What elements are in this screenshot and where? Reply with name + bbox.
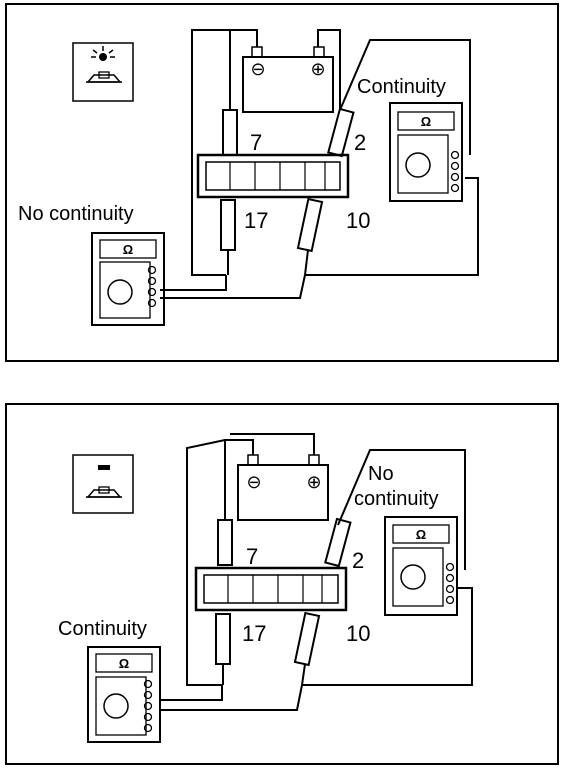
panel-2: ⊖ ⊕ bbox=[5, 403, 559, 765]
lamp-off-icon bbox=[72, 454, 134, 514]
wiring bbox=[160, 29, 479, 299]
pin-label-7: 7 bbox=[250, 130, 262, 155]
battery: ⊖ ⊕ bbox=[237, 454, 329, 521]
pin-label-7: 7 bbox=[246, 544, 258, 569]
left-meter-caption: No continuity bbox=[18, 203, 134, 225]
battery-positive-terminal: ⊕ bbox=[306, 472, 321, 492]
right-meter-ohm-icon: Ω bbox=[416, 527, 426, 542]
pin-label-17: 17 bbox=[242, 621, 266, 646]
wiring bbox=[160, 433, 473, 711]
left-ohmmeter: Ω bbox=[87, 646, 161, 743]
pin-label-2: 2 bbox=[352, 548, 364, 573]
battery-negative-terminal: ⊖ bbox=[250, 59, 265, 79]
probes bbox=[215, 517, 352, 686]
right-meter-caption: Continuity bbox=[357, 76, 446, 98]
battery-positive-terminal: ⊕ bbox=[310, 59, 325, 79]
probes bbox=[220, 107, 355, 276]
connector bbox=[194, 566, 348, 612]
connector bbox=[196, 153, 350, 199]
left-meter-ohm-icon: Ω bbox=[123, 242, 133, 257]
panel-1-frame bbox=[5, 3, 559, 362]
battery-negative-terminal: ⊖ bbox=[246, 472, 261, 492]
pin-label-10: 10 bbox=[346, 208, 370, 233]
left-meter-ohm-icon: Ω bbox=[119, 656, 129, 671]
right-ohmmeter: Ω bbox=[389, 102, 463, 202]
right-ohmmeter: Ω bbox=[384, 516, 458, 616]
lamp-on-icon bbox=[72, 42, 134, 102]
panel-2-frame bbox=[5, 403, 559, 765]
left-meter-caption: Continuity bbox=[58, 618, 147, 640]
right-meter-caption-line-1: No bbox=[368, 463, 394, 485]
pin-label-2: 2 bbox=[354, 130, 366, 155]
right-meter-ohm-icon: Ω bbox=[421, 114, 431, 129]
panel-1: ⊖ ⊕ bbox=[5, 3, 559, 362]
pin-label-10: 10 bbox=[346, 621, 370, 646]
right-meter-caption-line-2: continuity bbox=[354, 488, 439, 510]
battery: ⊖ ⊕ bbox=[242, 46, 334, 113]
pin-label-17: 17 bbox=[244, 208, 268, 233]
left-ohmmeter: Ω bbox=[91, 232, 165, 326]
